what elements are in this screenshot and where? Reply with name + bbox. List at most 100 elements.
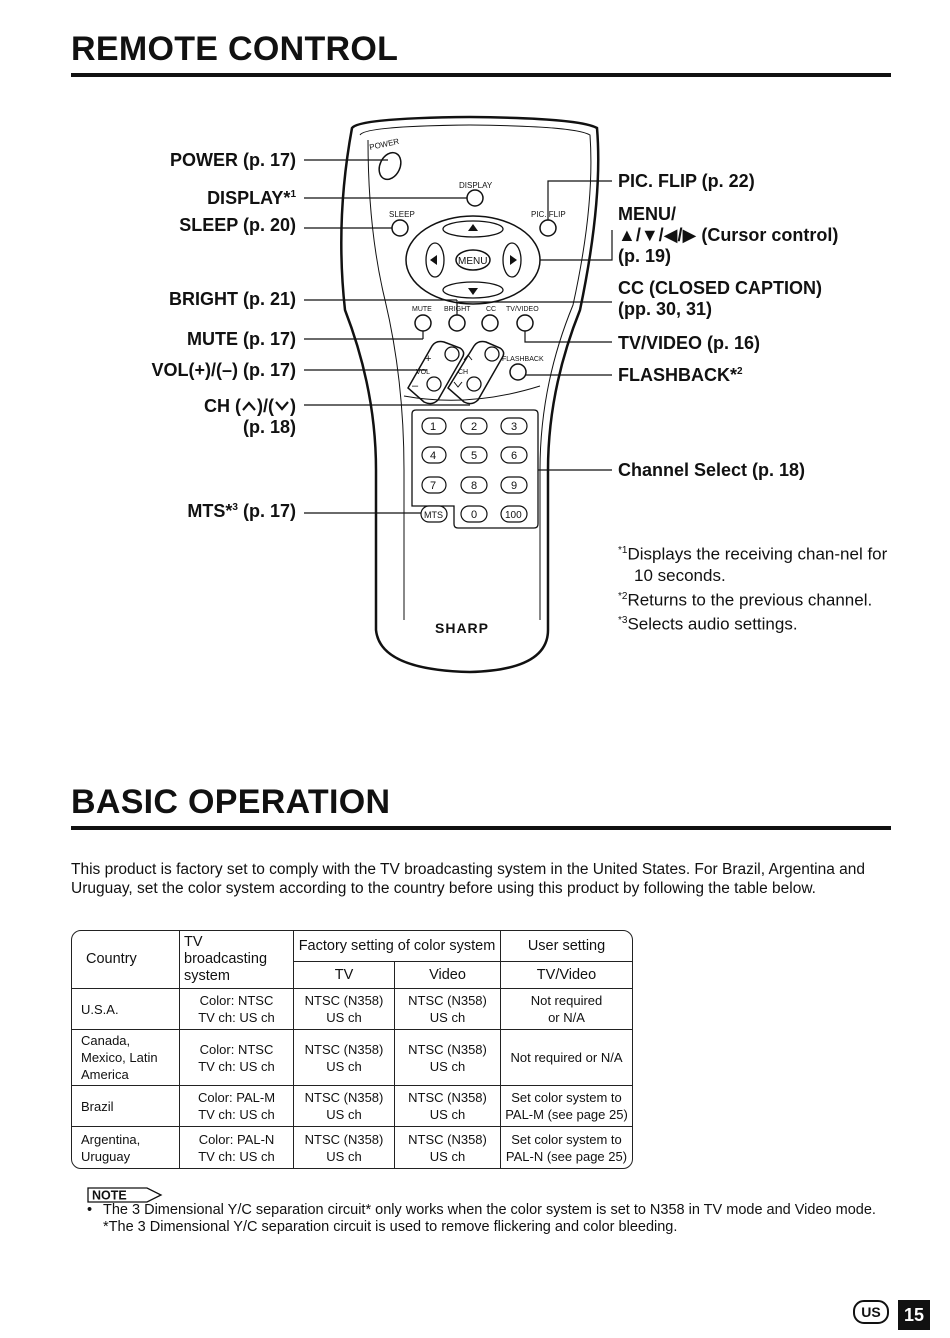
cell-video: NTSC (N358)US ch [395, 1086, 501, 1127]
intro-paragraph: This product is factory set to comply wi… [71, 861, 866, 897]
ch-down-button [466, 376, 482, 392]
sleep-label: SLEEP (p. 20) [179, 215, 296, 235]
ch-down-chevron-icon [453, 381, 463, 388]
key-9 [500, 476, 528, 494]
display-label: DISPLAY*1 [207, 188, 296, 208]
color-system-table: Country TV broadcasting system Factory s… [71, 930, 633, 1169]
cc-page-label: (pp. 30, 31) [618, 299, 713, 319]
header-tv-broadcasting: TV broadcasting system [180, 931, 294, 989]
channel-select-label: Channel Select (p. 18) [618, 460, 806, 480]
cell-video: NTSC (N358)US ch [395, 1030, 501, 1086]
sharp-logo: SHARP [435, 620, 489, 636]
sleep-button [391, 219, 409, 237]
tv-video-button [516, 314, 534, 332]
cc-button-label: CC [486, 306, 496, 313]
key-0-label: 0 [471, 509, 477, 521]
left-arrow-icon [430, 255, 437, 265]
key-7 [421, 476, 447, 494]
vol-down-button [426, 376, 442, 392]
remote-control-rule [71, 73, 891, 77]
up-arrow-icon [468, 224, 478, 231]
basic-operation-rule [71, 826, 891, 830]
cell-user: Not required or N/A [501, 1030, 632, 1086]
mts-button-label: MTS [424, 510, 443, 520]
footnote-2: *2Returns to the previous channel. [618, 590, 873, 610]
header-factory: Factory setting of color system [294, 931, 501, 962]
rocker-base [403, 385, 541, 401]
pic-flip-button [539, 219, 557, 237]
key-8-label: 8 [471, 480, 477, 492]
cell-video: NTSC (N358)US ch [395, 989, 501, 1030]
menu-label: MENU/ [618, 204, 676, 224]
note-line-1: The 3 Dimensional Y/C separation circuit… [103, 1202, 876, 1218]
key-6 [500, 446, 528, 464]
menu-button [455, 249, 491, 271]
key-9-label: 9 [511, 480, 517, 492]
power-button [378, 151, 402, 181]
cell-tv: NTSC (N358)US ch [294, 1030, 395, 1086]
note-bullet: • [87, 1202, 93, 1218]
key-5 [460, 446, 488, 464]
key-5-label: 5 [471, 450, 477, 462]
remote-control-heading: REMOTE CONTROL [71, 30, 399, 68]
leader-lines [304, 159, 613, 514]
remote-illustration: POWER DISPLAY SLEEP PIC. FLIP MENU MUTE … [304, 115, 613, 674]
key-7-label: 7 [430, 480, 436, 492]
mute-button-label: MUTE [412, 306, 432, 313]
key-6-label: 6 [511, 450, 517, 462]
display-button [466, 189, 484, 207]
basic-operation-heading: BASIC OPERATION [71, 783, 391, 821]
ch-label-callout: CH ()/() [204, 396, 296, 416]
tv-video-label: TV/VIDEO (p. 16) [618, 333, 761, 353]
note-badge-label: NOTE [92, 1189, 127, 1203]
vol-label-callout: VOL(+)/(–) (p. 17) [151, 360, 296, 380]
display-button-label: DISPLAY [459, 181, 493, 190]
bright-label: BRIGHT (p. 21) [168, 289, 296, 309]
flashback-button-label: FLASHBACK [502, 356, 544, 363]
vol-label: VOL [416, 369, 430, 376]
cursor-label: ▲/▼/◀/▶ (Cursor control) [618, 225, 839, 245]
header-tv: TV [294, 962, 395, 989]
key-1-label: 1 [430, 421, 436, 433]
region-badge: US [853, 1300, 889, 1324]
table-row: Canada, Mexico, Latin America Color: NTS… [72, 1030, 632, 1086]
cell-country: Brazil [72, 1086, 180, 1127]
cell-tv: NTSC (N358)US ch [294, 1086, 395, 1127]
mts-label: MTS*3 (p. 17) [187, 501, 296, 521]
bright-button [448, 314, 466, 332]
mts-button [420, 505, 448, 523]
cell-tv: NTSC (N358)US ch [294, 1127, 395, 1168]
header-country: Country [72, 931, 180, 989]
note-line-2: *The 3 Dimensional Y/C separation circui… [103, 1219, 678, 1235]
cell-country: U.S.A. [72, 989, 180, 1030]
cell-video: NTSC (N358)US ch [395, 1127, 501, 1168]
keypad-frame [411, 409, 539, 529]
cell-country: Argentina, Uruguay [72, 1127, 180, 1168]
key-1 [421, 417, 447, 435]
header-tv-video: TV/Video [501, 962, 632, 989]
mute-button [414, 314, 432, 332]
footnote-1: *1Displays the receiving chan-nel for 10… [618, 544, 888, 585]
ch-up-chevron-icon [463, 354, 473, 361]
footnote-3: *3Selects audio settings. [618, 614, 798, 634]
vol-up-button [444, 346, 460, 362]
vol-plus-label: + [425, 353, 431, 365]
sleep-button-label: SLEEP [389, 210, 415, 219]
vol-minus-label: – [412, 380, 419, 392]
key-4 [421, 446, 447, 464]
key-2-label: 2 [471, 421, 477, 433]
page-number: 15 [898, 1300, 930, 1330]
cell-tv: NTSC (N358)US ch [294, 989, 395, 1030]
menu-page-label: (p. 19) [618, 246, 672, 266]
key-2 [460, 417, 488, 435]
note-list: • The 3 Dimensional Y/C separation circu… [87, 1202, 892, 1236]
tv-video-button-label: TV/VIDEO [506, 306, 539, 313]
